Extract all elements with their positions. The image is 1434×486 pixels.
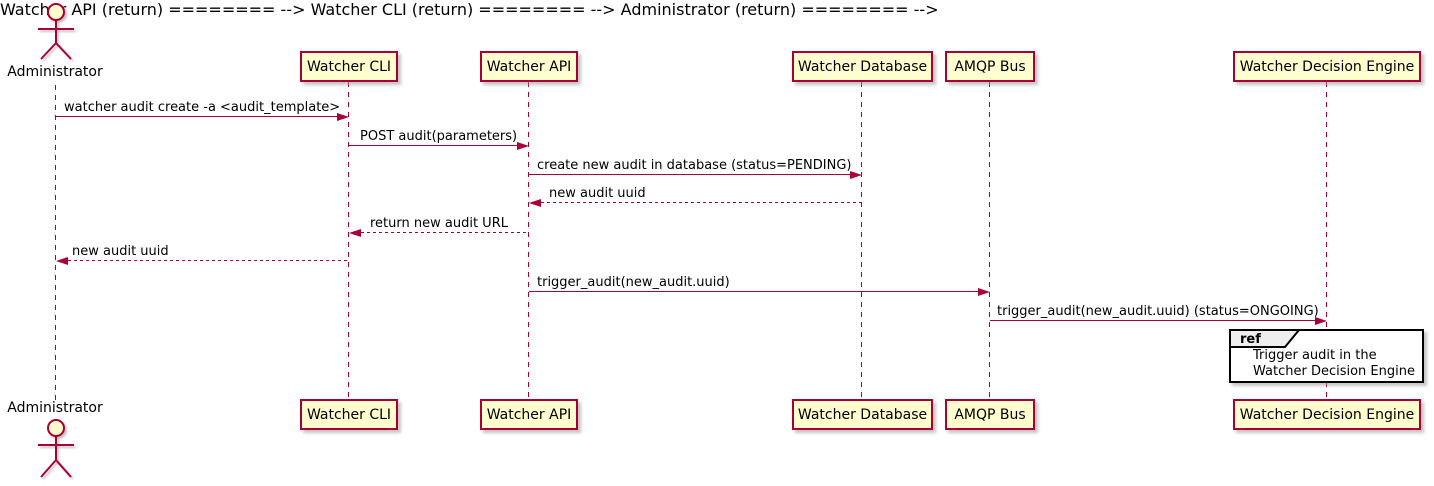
message-line-8: [990, 320, 1315, 321]
actor-label-administrator-top: Administrator: [7, 64, 103, 80]
arrowhead-right-icon: [517, 142, 529, 150]
message-line-3: [529, 174, 850, 175]
arrowhead-right-icon: [850, 171, 862, 179]
participant-watcher-cli-top: Watcher CLI: [300, 51, 398, 82]
administrator-actor-icon: [38, 3, 74, 60]
ref-keyword: ref: [1240, 332, 1261, 347]
arrowhead-left-icon: [529, 199, 541, 207]
lifeline-watcher-decision-engine: [1326, 82, 1327, 399]
message-line-1: [56, 116, 337, 117]
message-line-4: [541, 202, 862, 203]
arrowhead-left-icon: [56, 257, 68, 265]
message-label-6: new audit uuid: [72, 244, 169, 259]
administrator-actor-icon: [38, 419, 74, 478]
lifeline-amqp-bus: [989, 82, 990, 399]
lifeline-administrator: [55, 85, 56, 400]
message-line-5: [361, 232, 529, 233]
actor-label-administrator-bottom: Administrator: [7, 400, 103, 416]
lifeline-watcher-api: [528, 82, 529, 399]
participant-watcher-database-bottom: Watcher Database: [792, 399, 933, 430]
message-line-7: [529, 291, 978, 292]
participant-watcher-api-bottom: Watcher API: [480, 399, 578, 430]
participant-watcher-decision-engine-top: Watcher Decision Engine: [1233, 51, 1421, 82]
message-label-3: create new audit in database (status=PEN…: [537, 158, 852, 173]
participant-watcher-decision-engine-bottom: Watcher Decision Engine: [1233, 399, 1421, 430]
message-line-6: [68, 260, 349, 261]
ref-fragment: ref Trigger audit in the Watcher Decisio…: [1229, 329, 1424, 383]
ref-text-line1: Trigger audit in the: [1253, 348, 1377, 363]
message-label-2: POST audit(parameters): [360, 129, 518, 144]
participant-watcher-api-top: Watcher API: [480, 51, 578, 82]
ref-tab-pentagon-icon: [1229, 329, 1301, 348]
message-label-1: watcher audit create -a <audit_template>: [64, 100, 341, 115]
participant-amqp-bus-top: AMQP Bus: [945, 51, 1035, 82]
message-label-4: new audit uuid: [549, 186, 646, 201]
arrowhead-right-icon: [1315, 317, 1327, 325]
arrowhead-right-icon: [978, 288, 990, 296]
message-label-8: trigger_audit(new_audit.uuid) (status=ON…: [997, 304, 1319, 319]
participant-watcher-database-top: Watcher Database: [792, 51, 933, 82]
arrowhead-right-icon: [337, 113, 349, 121]
ref-text-line2: Watcher Decision Engine: [1253, 364, 1415, 379]
message-label-7: trigger_audit(new_audit.uuid): [537, 275, 730, 290]
arrowhead-left-icon: [349, 229, 361, 237]
participant-watcher-cli-bottom: Watcher CLI: [300, 399, 398, 430]
lifeline-watcher-cli: [348, 82, 349, 399]
lifeline-watcher-database: [861, 82, 862, 399]
message-label-5: return new audit URL: [370, 216, 508, 231]
message-line-2: [349, 145, 517, 146]
participant-amqp-bus-bottom: AMQP Bus: [945, 399, 1035, 430]
